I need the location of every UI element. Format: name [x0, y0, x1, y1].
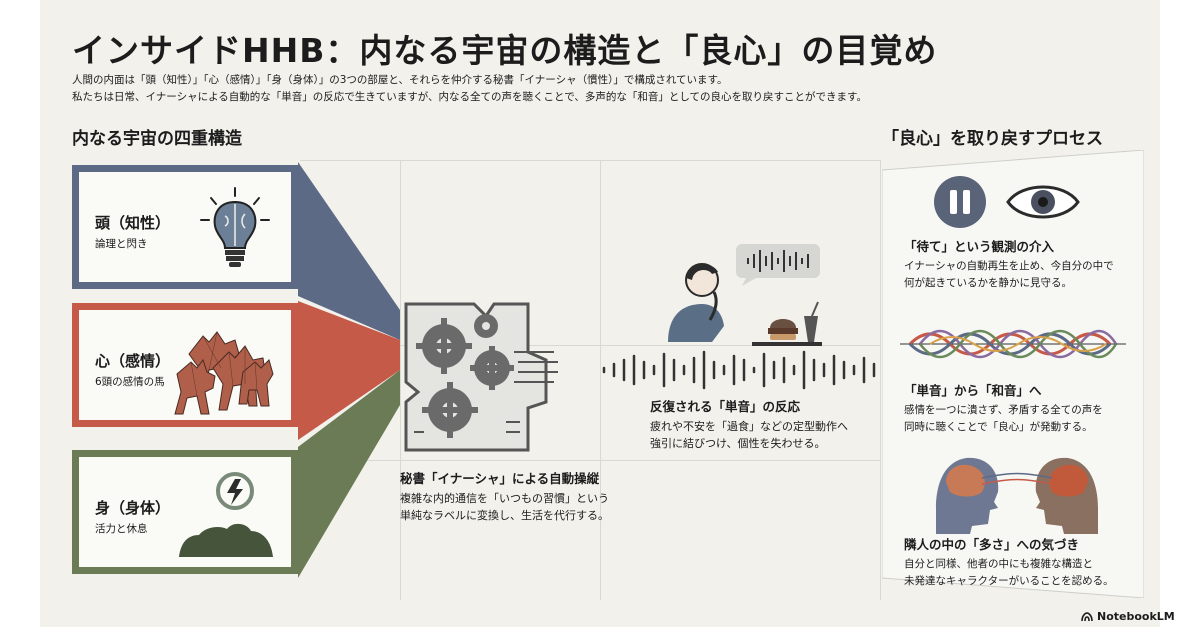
layer-heart-title: 心（感情）	[95, 352, 171, 370]
step-2-heading: 「単音」から「和音」へ	[904, 383, 1042, 398]
secretary-line-2: 単純なラベルに変換し、生活を代行する。	[400, 509, 609, 522]
intro-line-2: 私たちは日常、イナーシャによる自動的な「単音」の反応で生きていますが、内なる全て…	[72, 91, 867, 103]
horses-icon	[174, 331, 274, 415]
step-3-heading: 隣人の中の「多さ」への気づき	[904, 537, 1080, 552]
notebooklm-logo: NotebookLM	[1081, 610, 1175, 623]
infographic-canvas: インサイドHHB：内なる宇宙の構造と「良心」の目覚め 人間の内面は「頭（知性）」…	[40, 0, 1175, 627]
secretary-heading: 秘書「イナーシャ」による自動操縦	[400, 471, 600, 486]
layer-head-subtitle: 論理と閃き	[95, 238, 148, 250]
layer-head-title: 頭（知性）	[95, 214, 171, 232]
reaction-heading: 反復される「単音」の反応	[650, 399, 801, 414]
person-eating-icon	[668, 244, 822, 346]
step-3-line-1: 自分と同様、他者の中にも複雑な構造と	[904, 558, 1093, 570]
page-title: インサイドHHB：内なる宇宙の構造と「良心」の目覚め	[72, 31, 938, 70]
layer-heart-subtitle: 6頭の感情の馬	[95, 376, 165, 388]
step-1-heading: 「待て」という観測の介入	[904, 239, 1055, 254]
step-2-line-2: 同時に聴くことで「良心」が発動する。	[904, 421, 1093, 433]
two-heads-icon	[936, 457, 1098, 534]
layer-heart: 心（感情） 6頭の感情の馬	[72, 303, 298, 427]
layer-head: 頭（知性） 論理と閃き	[72, 165, 298, 289]
background-grid	[300, 160, 881, 600]
step-3-line-2: 未発達なキャラクターがいることを認める。	[904, 575, 1114, 587]
layer-body-subtitle: 活力と休息	[95, 523, 148, 535]
harmony-waveform-icon	[900, 329, 1126, 359]
lightbulb-brain-icon	[200, 187, 270, 267]
reaction-line-1: 疲れや不安を「過食」などの定型動作へ	[650, 420, 848, 433]
layer-body-title: 身（身体）	[95, 499, 171, 517]
secretary-text: 秘書「イナーシャ」による自動操縦 複雑な内的通信を「いつもの習慣」という 単純な…	[400, 470, 609, 524]
intro-text: 人間の内面は「頭（知性）」「心（感情）」「身（身体）」の3つの部屋と、それらを仲…	[72, 72, 867, 106]
secretary-line-1: 複雑な内的通信を「いつもの習慣」という	[400, 492, 609, 505]
step-1-line-2: 何が起きているかを静かに見守る。	[904, 277, 1072, 289]
single-tone-waveform	[602, 350, 896, 390]
step-2-line-1: 感情を一つに潰さず、矛盾する全ての声を	[904, 404, 1103, 416]
process-step-3: 隣人の中の「多さ」への気づき 自分と同様、他者の中にも複雑な構造と 未発達なキャ…	[904, 536, 1114, 590]
process-step-1: 「待て」という観測の介入 イナーシャの自動再生を止め、今自分の中で 何が起きてい…	[904, 238, 1114, 292]
funnel-streams	[298, 162, 400, 578]
structure-heading: 内なる宇宙の四重構造	[72, 129, 242, 149]
notebooklm-logo-icon	[1081, 611, 1093, 621]
intro-line-1: 人間の内面は「頭（知性）」「心（感情）」「身（身体）」の3つの部屋と、それらを仲…	[72, 74, 728, 86]
process-heading: 「良心」を取り戻すプロセス	[882, 129, 1103, 149]
reaction-line-2: 強引に結びつけ、個性を失わせる。	[650, 437, 826, 450]
pause-icon	[934, 176, 986, 228]
step-1-line-1: イナーシャの自動再生を止め、今自分の中で	[904, 260, 1114, 272]
reaction-text: 反復される「単音」の反応 疲れや不安を「過食」などの定型動作へ 強引に結びつけ、…	[650, 398, 848, 452]
process-panel: 「待て」という観測の介入 イナーシャの自動再生を止め、今自分の中で 何が起きてい…	[882, 150, 1144, 598]
notebooklm-logo-text: NotebookLM	[1097, 610, 1175, 623]
layer-body: 身（身体） 活力と休息	[72, 450, 298, 574]
process-step-2: 「単音」から「和音」へ 感情を一つに潰さず、矛盾する全ての声を 同時に聴くことで…	[904, 382, 1103, 436]
gear-circuit-icon	[404, 302, 558, 452]
resting-body-icon	[179, 472, 273, 557]
eye-icon	[1006, 185, 1080, 219]
